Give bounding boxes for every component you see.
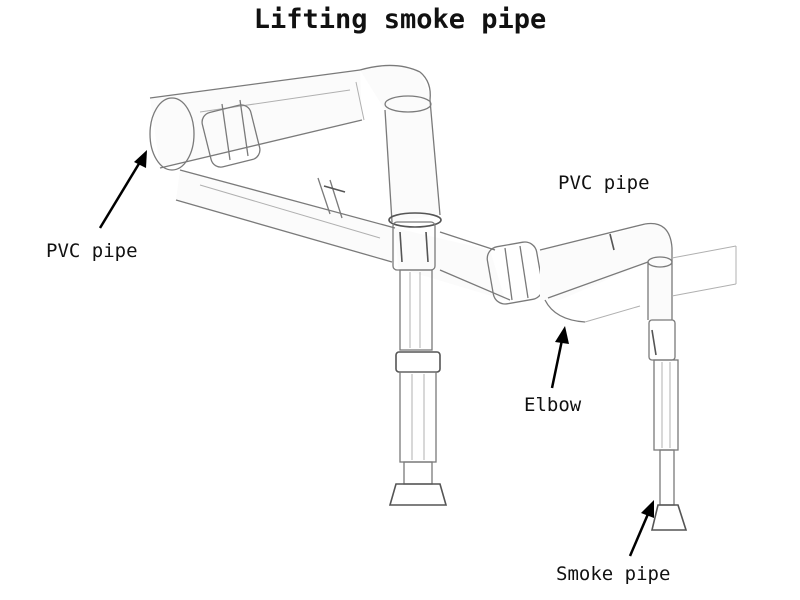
upper-elbow-and-vertical bbox=[355, 64, 442, 228]
label-pvc-pipe-right: PVC pipe bbox=[558, 172, 650, 194]
right-smoke-arm bbox=[648, 319, 688, 531]
label-elbow: Elbow bbox=[524, 394, 582, 416]
lower-pvc-pipe bbox=[395, 228, 544, 305]
arrow-pvc-left bbox=[98, 150, 147, 229]
label-smoke-pipe: Smoke pipe bbox=[556, 563, 671, 585]
right-pvc-pipe bbox=[539, 222, 737, 323]
label-pvc-pipe-left: PVC pipe bbox=[46, 240, 138, 262]
diagonal-pvc-pipe bbox=[175, 169, 396, 263]
arrow-elbow bbox=[550, 326, 569, 389]
upper-pvc-pipe bbox=[149, 69, 363, 171]
left-smoke-arm bbox=[388, 221, 448, 506]
arrow-smoke-pipe bbox=[628, 500, 654, 557]
page-title: Lifting smoke pipe bbox=[253, 4, 547, 35]
